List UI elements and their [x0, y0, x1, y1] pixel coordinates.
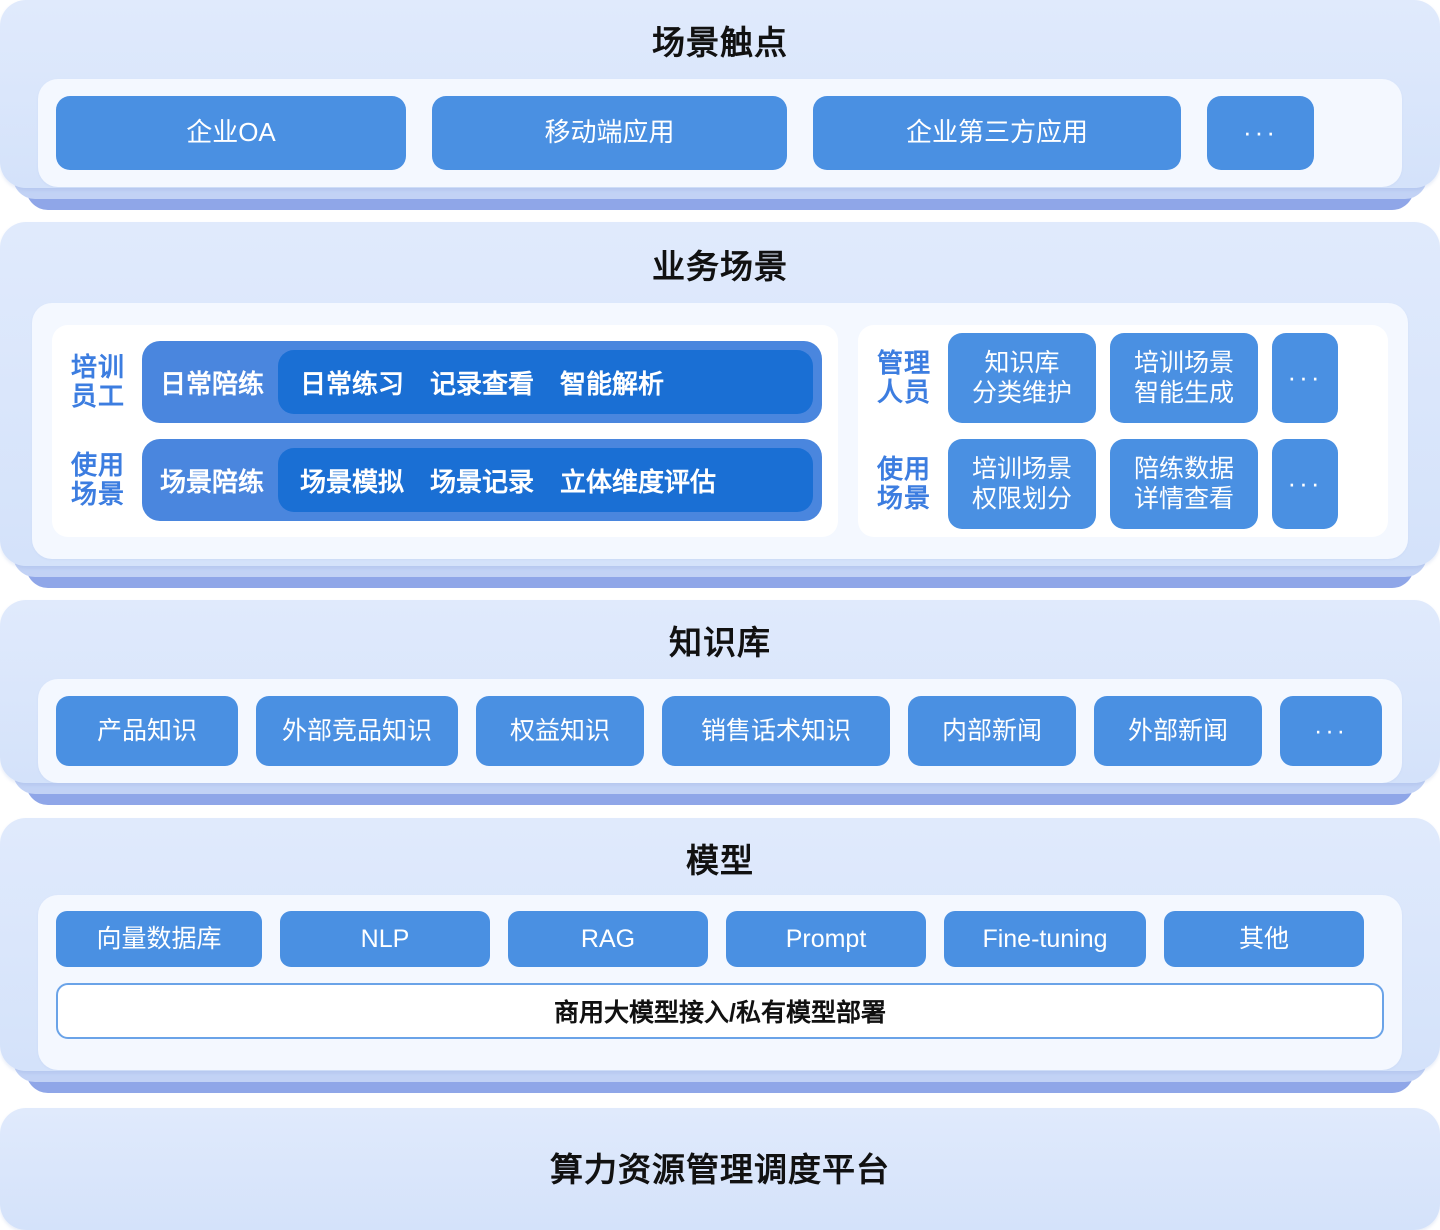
chip-line: 分类维护: [971, 379, 1072, 407]
model-chip-prompt[interactable]: Prompt: [726, 911, 926, 967]
touchpoint-chip-third-party-app[interactable]: 企业第三方应用: [813, 96, 1181, 170]
model-chip-nlp[interactable]: NLP: [280, 911, 490, 967]
chip-line: 培训场景: [971, 455, 1072, 483]
business-row-usage-scene: 使用 场景 场景陪练 场景模拟 场景记录 立体维度评估: [68, 439, 822, 521]
layer-knowledge-base-card: 知识库 产品知识 外部竞品知识 权益知识 销售话术知识 内部新闻 外部新闻 ··…: [0, 600, 1440, 783]
touchpoint-chip-panel: 企业OA 移动端应用 企业第三方应用 ···: [38, 79, 1402, 187]
role-label-line: 培训: [70, 351, 125, 382]
role-label-admin: 管理 人员: [874, 347, 934, 407]
tag-item[interactable]: 日常练习: [300, 368, 405, 399]
model-chip-rag[interactable]: RAG: [508, 911, 708, 967]
layer-touchpoint: 场景触点 企业OA 移动端应用 企业第三方应用 ···: [0, 0, 1440, 210]
tag-item[interactable]: 立体维度评估: [560, 466, 717, 497]
role-label-line: 使用: [876, 453, 931, 484]
chip-line: 智能生成: [1133, 379, 1234, 407]
business-row-trainee: 培训 员工 日常陪练 日常练习 记录查看 智能解析: [68, 341, 822, 423]
tag-item[interactable]: 场景模拟: [300, 466, 405, 497]
kb-chip-internal-news[interactable]: 内部新闻: [908, 696, 1076, 766]
business-left-group: 培训 员工 日常陪练 日常练习 记录查看 智能解析: [52, 325, 838, 537]
layer-knowledge-base: 知识库 产品知识 外部竞品知识 权益知识 销售话术知识 内部新闻 外部新闻 ··…: [0, 600, 1440, 805]
chip-line: 详情查看: [1133, 485, 1234, 513]
chip-training-scene-generation[interactable]: 培训场景 智能生成: [1110, 333, 1258, 423]
chip-usage-more[interactable]: ···: [1272, 439, 1338, 529]
role-label-line: 人员: [876, 377, 931, 407]
model-chip-other[interactable]: 其他: [1164, 911, 1364, 967]
model-deployment-bar: 商用大模型接入/私有模型部署: [56, 983, 1384, 1039]
chip-kb-category-maintenance[interactable]: 知识库 分类维护: [948, 333, 1096, 423]
business-row-usage-scene-right: 使用 场景 培训场景 权限划分 陪练数据 详情查看: [874, 439, 1372, 529]
chip-admin-more[interactable]: ···: [1272, 333, 1338, 423]
chip-line: 陪练数据: [1133, 455, 1234, 483]
layer-business-scenario: 业务场景 培训 员工 日常陪练 日常练习 记录查看: [0, 222, 1440, 588]
business-right-group: 管理 人员 知识库 分类维护 培训场景 智能生成: [858, 325, 1388, 537]
role-label-line: 场景: [70, 479, 125, 509]
chip-line: 权限划分: [971, 485, 1072, 513]
model-chip-row: 向量数据库 NLP RAG Prompt Fine-tuning 其他: [56, 911, 1384, 967]
role-label-usage-scene: 使用 场景: [68, 449, 128, 509]
layer-compute-platform-title: 算力资源管理调度平台: [550, 1150, 890, 1188]
layer-compute-platform: 算力资源管理调度平台: [0, 1108, 1440, 1230]
model-chip-fine-tuning[interactable]: Fine-tuning: [944, 911, 1146, 967]
business-panel: 培训 员工 日常陪练 日常练习 记录查看 智能解析: [32, 303, 1408, 559]
layer-touchpoint-title: 场景触点: [652, 24, 788, 61]
tag-item[interactable]: 智能解析: [560, 368, 665, 399]
knowledge-base-chip-panel: 产品知识 外部竞品知识 权益知识 销售话术知识 内部新闻 外部新闻 ···: [38, 679, 1402, 783]
pill-scene-training[interactable]: 场景陪练 场景模拟 场景记录 立体维度评估: [142, 439, 822, 521]
kb-chip-sales-script-knowledge[interactable]: 销售话术知识: [662, 696, 890, 766]
layer-business-title: 业务场景: [652, 248, 788, 285]
chip-line: 知识库: [984, 349, 1060, 377]
pill-inner-tags: 场景模拟 场景记录 立体维度评估: [278, 448, 813, 512]
kb-chip-more[interactable]: ···: [1280, 696, 1382, 766]
role-label-line: 使用: [70, 449, 125, 480]
layer-model-title: 模型: [686, 842, 754, 879]
touchpoint-chip-more[interactable]: ···: [1207, 96, 1314, 170]
layer-knowledge-base-title: 知识库: [669, 624, 771, 661]
layer-compute-platform-card: 算力资源管理调度平台: [0, 1108, 1440, 1230]
tag-item[interactable]: 场景记录: [430, 466, 535, 497]
kb-chip-competitor-knowledge[interactable]: 外部竞品知识: [256, 696, 458, 766]
pill-daily-training[interactable]: 日常陪练 日常练习 记录查看 智能解析: [142, 341, 822, 423]
chip-line: 培训场景: [1133, 349, 1234, 377]
kb-chip-benefits-knowledge[interactable]: 权益知识: [476, 696, 644, 766]
role-label-line: 管理: [876, 347, 931, 378]
chip-training-data-detail[interactable]: 陪练数据 详情查看: [1110, 439, 1258, 529]
layer-business-card: 业务场景 培训 员工 日常陪练 日常练习 记录查看: [0, 222, 1440, 566]
layer-model-card: 模型 向量数据库 NLP RAG Prompt Fine-tuning 其他 商…: [0, 818, 1440, 1071]
touchpoint-chip-mobile-app[interactable]: 移动端应用: [432, 96, 787, 170]
role-label-usage-scene-right: 使用 场景: [874, 453, 934, 513]
model-chip-vector-db[interactable]: 向量数据库: [56, 911, 262, 967]
chip-training-scene-permission[interactable]: 培训场景 权限划分: [948, 439, 1096, 529]
kb-chip-product-knowledge[interactable]: 产品知识: [56, 696, 238, 766]
layer-model: 模型 向量数据库 NLP RAG Prompt Fine-tuning 其他 商…: [0, 818, 1440, 1093]
pill-head-label: 场景陪练: [160, 466, 265, 497]
tag-item[interactable]: 记录查看: [430, 368, 535, 399]
pill-inner-tags: 日常练习 记录查看 智能解析: [278, 350, 813, 414]
role-label-line: 场景: [876, 483, 931, 513]
role-label-line: 员工: [70, 381, 125, 411]
role-label-trainee: 培训 员工: [68, 351, 128, 411]
touchpoint-chip-enterprise-oa[interactable]: 企业OA: [56, 96, 406, 170]
model-panel: 向量数据库 NLP RAG Prompt Fine-tuning 其他 商用大模…: [38, 895, 1402, 1070]
pill-head-label: 日常陪练: [160, 368, 265, 399]
business-row-admin: 管理 人员 知识库 分类维护 培训场景 智能生成: [874, 333, 1372, 423]
kb-chip-external-news[interactable]: 外部新闻: [1094, 696, 1262, 766]
layer-touchpoint-card: 场景触点 企业OA 移动端应用 企业第三方应用 ···: [0, 0, 1440, 188]
